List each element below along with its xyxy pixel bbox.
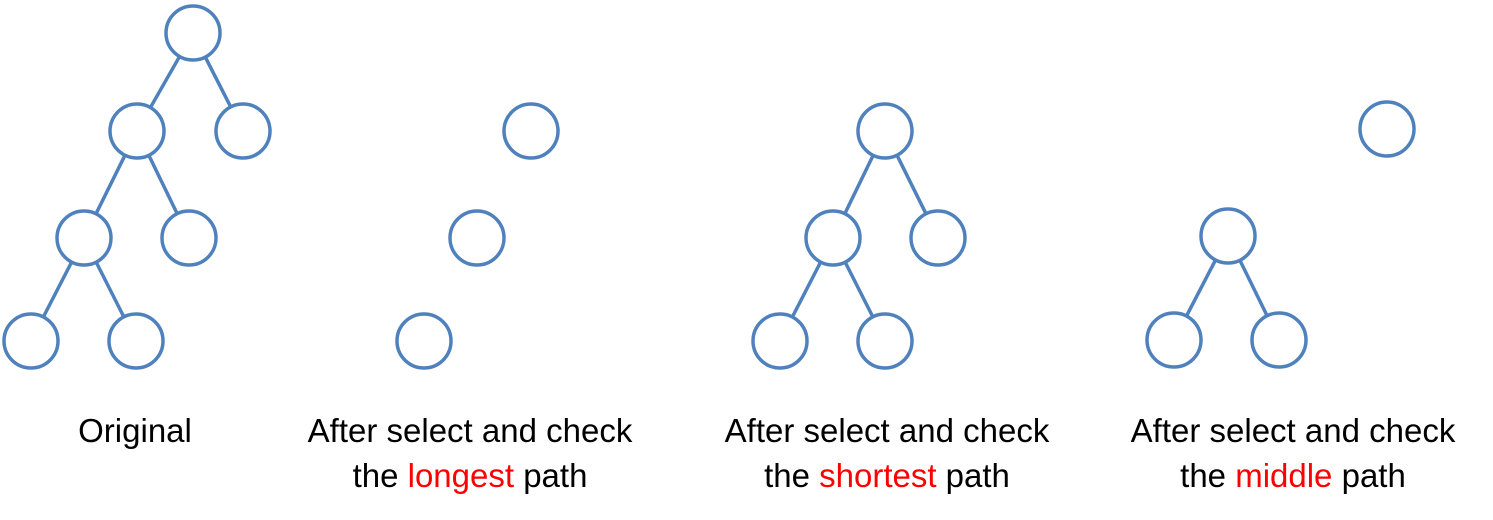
panel-shortest (751, 102, 967, 370)
node-LR (909, 209, 967, 267)
node-LLR (107, 312, 165, 370)
node-R (502, 102, 560, 160)
edge-root-R (203, 56, 233, 108)
caption-shortest-post: path (936, 457, 1010, 494)
caption-middle-post: path (1332, 457, 1406, 494)
node-LR (160, 209, 218, 267)
caption-longest-pre: the (352, 457, 408, 494)
caption-longest-highlight: longest (407, 457, 515, 494)
edge-L-LL (843, 154, 875, 215)
caption-shortest-pre: the (764, 457, 820, 494)
node-LLL (2, 312, 60, 370)
caption-middle: After select and check the middle path (1103, 408, 1483, 498)
node-LL (804, 209, 862, 267)
caption-longest-line1: After select and check (307, 412, 633, 449)
node-LLL (395, 312, 453, 370)
panel-original (2, 4, 272, 370)
caption-shortest-line1: After select and check (724, 412, 1050, 449)
node-LL (55, 209, 113, 267)
caption-middle-highlight: middle (1235, 457, 1333, 494)
node-LL (1199, 207, 1257, 265)
edge-LL-LLL (41, 261, 74, 318)
edge-LL-LLR (94, 261, 126, 318)
panel-longest (395, 102, 560, 370)
caption-shortest: After select and check the shortest path (697, 408, 1077, 498)
caption-original-line1: Original (78, 412, 192, 449)
caption-longest: After select and check the longest path (280, 408, 660, 498)
edge-LL-LLL (790, 261, 823, 318)
caption-shortest-highlight: shortest (819, 457, 937, 494)
node-LR (448, 209, 506, 267)
node-R (214, 102, 272, 160)
edge-L-LR (147, 154, 179, 215)
caption-longest-line2: the longest path (280, 453, 660, 498)
node-LLL (751, 312, 809, 370)
node-L (856, 102, 914, 160)
node-root (164, 4, 222, 62)
edge-L-LL (94, 154, 127, 215)
edge-root-L (148, 55, 182, 109)
caption-middle-pre: the (1180, 457, 1236, 494)
panel-middle (1145, 100, 1416, 369)
caption-middle-line2: the middle path (1103, 453, 1483, 498)
node-L (108, 102, 166, 160)
node-R (1358, 100, 1416, 158)
caption-shortest-line2: the shortest path (697, 453, 1077, 498)
caption-original: Original (0, 408, 270, 453)
node-LLR (856, 312, 914, 370)
edge-LL-LLR (1238, 259, 1269, 317)
edge-L-LR (895, 154, 928, 215)
caption-longest-post: path (514, 457, 588, 494)
edge-LL-LLR (843, 261, 875, 318)
edge-LL-LLL (1184, 259, 1218, 317)
caption-middle-line1: After select and check (1130, 412, 1456, 449)
node-LLR (1250, 311, 1308, 369)
node-LLL (1145, 311, 1203, 369)
